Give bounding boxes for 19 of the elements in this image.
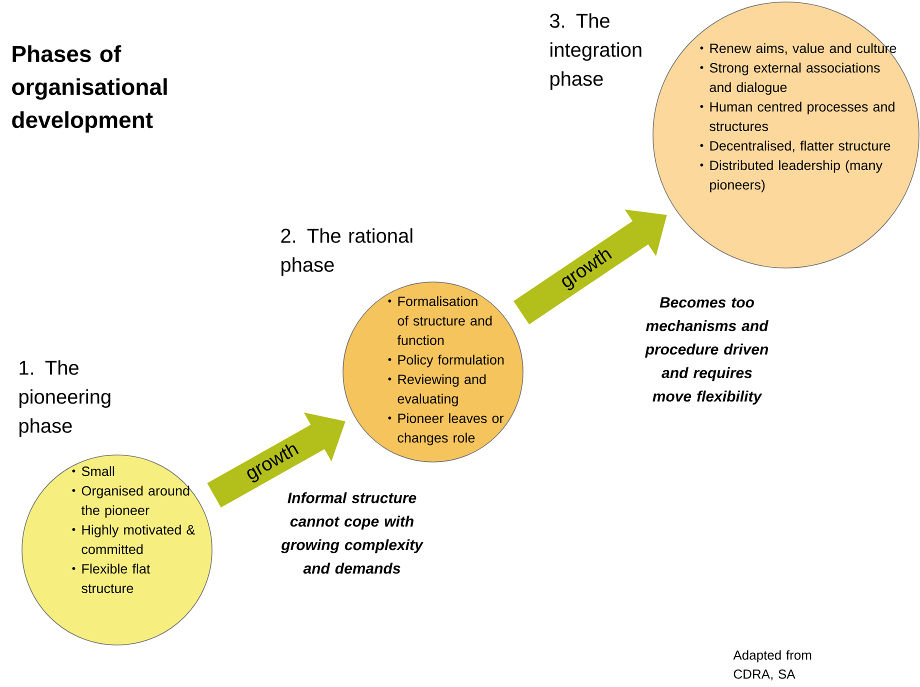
node-label: Distributed leadership (many pioneers) bbox=[710, 160, 882, 192]
source-note: Adapted from CDRA, SA bbox=[733, 650, 812, 680]
bullet-list: Formalisation of structure and function Policy formulation Reviewing and evaluating Pioneer leaves or changes role bbox=[388, 296, 504, 446]
phase-heading: 2. The rational phase bbox=[281, 228, 412, 276]
phase-heading: 1. The pioneering phase bbox=[20, 360, 110, 437]
node-label: Renew aims, value and culture bbox=[710, 43, 896, 55]
note: Becomes too mechanisms and procedure driven and requires move flexibility bbox=[645, 297, 768, 405]
note: Informal structure cannot cope with growing complexity and demands bbox=[281, 492, 424, 574]
bullet-list: Renew aims, value and culture Strong external associations and dialogue Human centred processes and structures Decentralised, flatter structure Distributed leadership (many pioneers) bbox=[700, 43, 896, 192]
phase-heading: 3. The integration phase bbox=[550, 13, 642, 90]
bullet-list: Small Organised around the pioneer Highly motivated & committed Flexible flat structure bbox=[72, 466, 196, 594]
node-label: Strong external associations and dialogue bbox=[710, 62, 880, 95]
node-label: Human centred processes and structures bbox=[710, 102, 894, 132]
node-label: Flexible flat structure bbox=[82, 564, 150, 594]
title: Phases of organisational development bbox=[12, 45, 167, 133]
node-label: Small bbox=[82, 466, 114, 476]
node-label: Highly motivated & committed bbox=[82, 524, 196, 554]
node-label: Decentralised, flatter structure bbox=[710, 140, 890, 152]
node-label: Organised around the pioneer bbox=[81, 486, 190, 518]
